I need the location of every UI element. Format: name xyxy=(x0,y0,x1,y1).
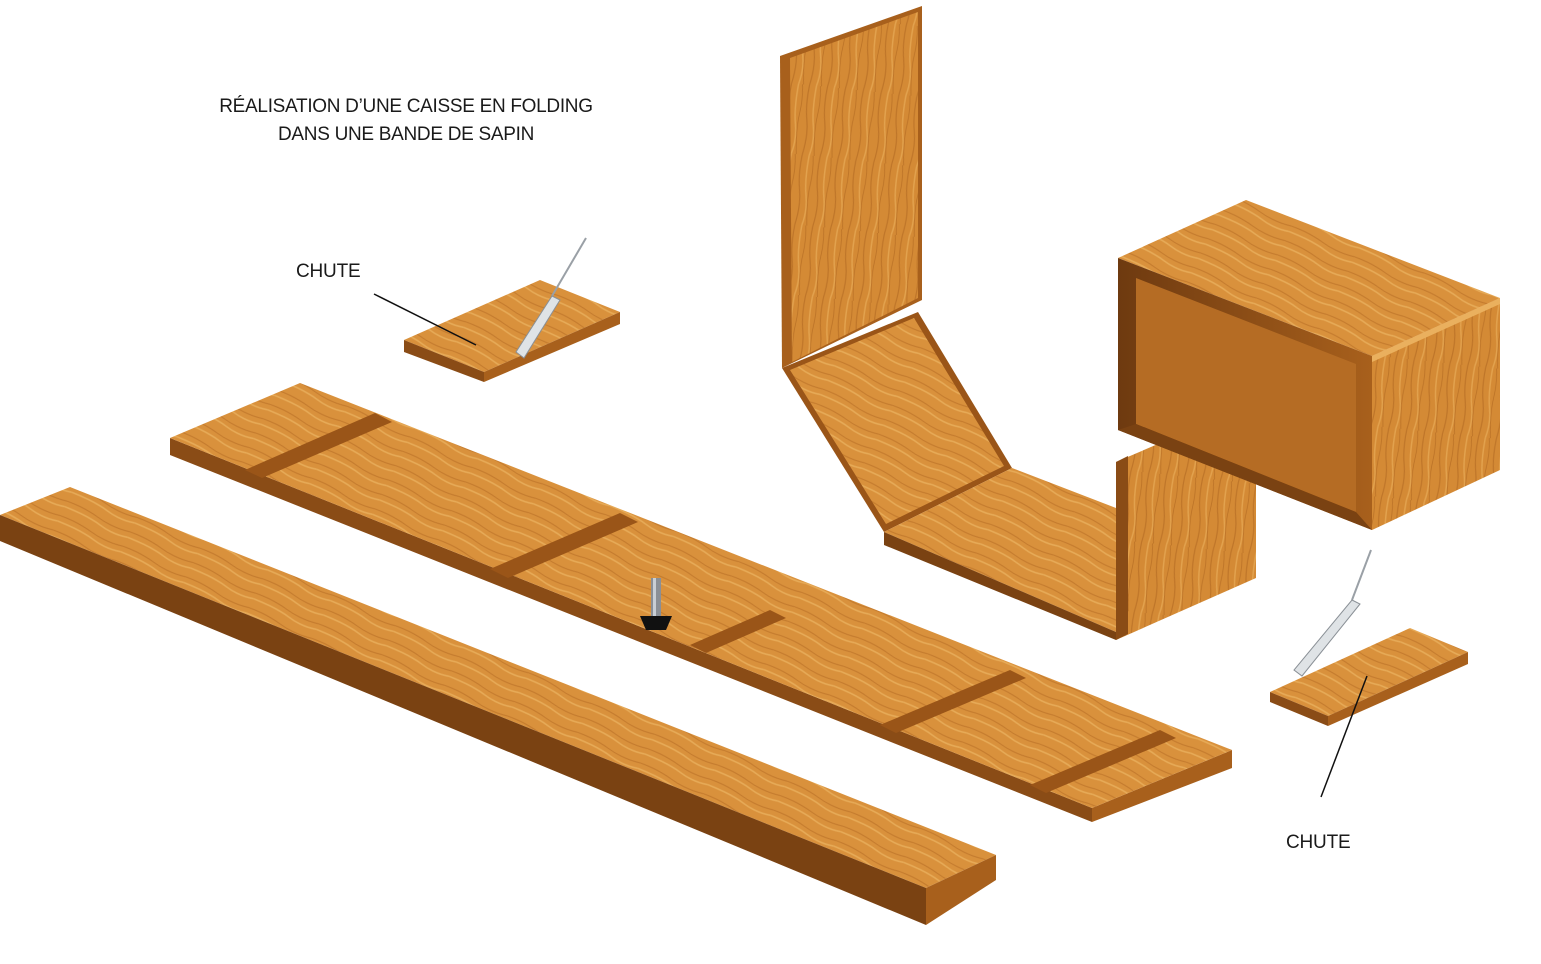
offcut-label-left: CHUTE xyxy=(296,261,361,282)
knife-icon xyxy=(1293,549,1372,677)
knife-icon xyxy=(515,237,587,359)
title-line-2: DANS UNE BANDE DE SAPIN xyxy=(278,124,534,145)
grooved-strip xyxy=(170,383,1232,822)
plain-plank xyxy=(0,487,996,925)
leader-line-left xyxy=(373,293,477,346)
v-groove xyxy=(245,413,392,478)
folding-strip xyxy=(780,6,1256,640)
offcut-right xyxy=(1270,549,1468,726)
v-groove xyxy=(1030,730,1176,793)
v-groove xyxy=(690,610,786,653)
offcut-left xyxy=(404,237,620,382)
router-bit xyxy=(640,578,672,630)
offcut-label-right: CHUTE xyxy=(1286,832,1351,853)
v-groove xyxy=(490,513,638,578)
leader-line-right xyxy=(1320,675,1368,798)
finished-box xyxy=(1118,200,1500,530)
v-groove xyxy=(880,670,1026,733)
title-line-1: RÉALISATION D’UNE CAISSE EN FOLDING xyxy=(219,96,593,117)
